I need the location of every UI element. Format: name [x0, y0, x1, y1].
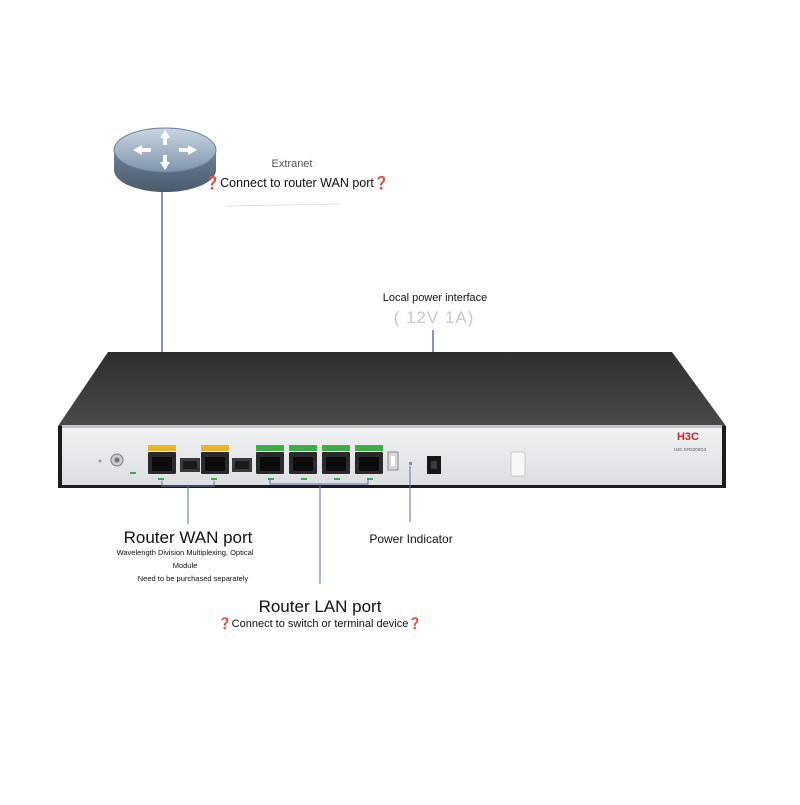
lan-port-leds [268, 478, 373, 480]
lan-port-4 [355, 445, 383, 474]
power-button-icon [98, 453, 136, 474]
local-power-interface-label: Local power interface [382, 292, 488, 304]
model-label: H3C ER5200G3 [674, 447, 707, 452]
router-icon [113, 127, 217, 192]
wan-note-line-2: Module [172, 561, 198, 570]
power-indicator-led [409, 462, 412, 465]
lan-port-3 [322, 445, 350, 474]
lan-connect-hint: ❓Connect to switch or terminal device❓ [217, 618, 423, 630]
wan-port-bracket [161, 481, 215, 524]
wan-port-2 [201, 445, 229, 480]
power-indicator-label: Power Indicator [369, 532, 453, 546]
lan-port-1 [256, 445, 284, 474]
sfp-slot-1 [180, 458, 200, 472]
router-wan-port-label: Router WAN port [123, 528, 253, 547]
lan-port-bracket [269, 478, 369, 584]
brand-logo: H3C [677, 431, 699, 443]
wan-note-line-1: Wavelength Division Multiplexing, Optica… [116, 548, 254, 557]
wan-connect-hint: ❓Connect to router WAN port❓ [204, 176, 390, 190]
wan-note-line-3: Need to be purchased separately [137, 574, 249, 583]
usb-port [387, 451, 399, 471]
lan-port-2 [289, 445, 317, 474]
panel-latch [510, 451, 526, 477]
wan-port-1 [148, 445, 176, 480]
sfp-slot-2 [232, 458, 252, 472]
router-lan-port-label: Router LAN port [258, 597, 382, 616]
extranet-link-line [224, 203, 341, 207]
power-interface-port [427, 456, 441, 474]
power-spec-label: ( 12V 1A) [393, 308, 475, 327]
extranet-label: Extranet [271, 158, 313, 170]
